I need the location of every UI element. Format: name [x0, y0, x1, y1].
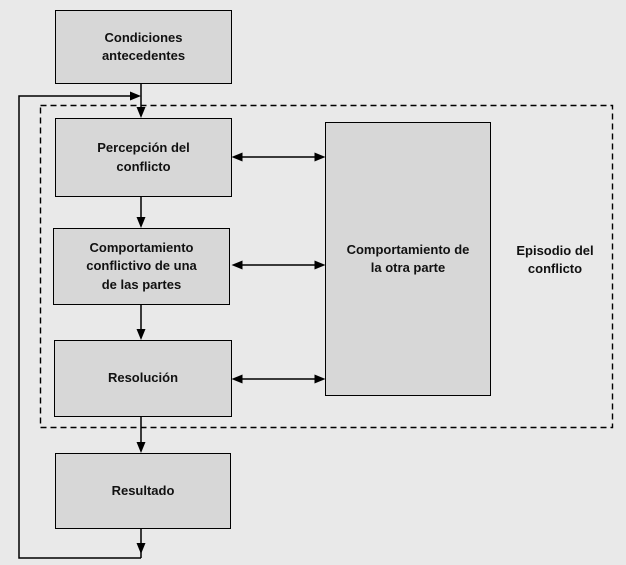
box-comportamiento-otra-parte: Comportamiento de la otra parte	[325, 122, 491, 396]
arrow-percepcion-to-comportamiento-head-icon	[136, 217, 146, 228]
bidirectional-arrow-resolucion-left-head-icon	[231, 374, 243, 384]
box-condiciones-antecedentes: Condiciones antecedentes	[55, 10, 232, 84]
arrow-resultado-exit-head-icon	[136, 543, 146, 554]
episode-label: Episodio del conflicto	[516, 243, 594, 277]
box-comportamiento-label: Comportamiento conflictivo de una de las…	[86, 240, 197, 292]
box-percepcion-del-conflicto: Percepción del conflicto	[55, 118, 232, 197]
feedback-loop-line	[18, 95, 141, 559]
box-comportamiento-conflictivo: Comportamiento conflictivo de una de las…	[53, 228, 230, 305]
arrow-resolucion-to-resultado-head-icon	[136, 442, 146, 453]
bidirectional-arrow-resolucion-right-head-icon	[314, 374, 326, 384]
feedback-right-arrowhead-icon	[130, 91, 141, 101]
box-condiciones-label: Condiciones antecedentes	[101, 29, 186, 63]
box-resolucion-label: Resolución	[107, 370, 179, 386]
bidirectional-arrow-percepcion-left-head-icon	[231, 152, 243, 162]
bidirectional-arrow-percepcion-right-head-icon	[314, 152, 326, 162]
bidirectional-arrow-comportamiento-right-head-icon	[314, 260, 326, 270]
arrow-condiciones-to-percepcion-head-icon	[136, 107, 146, 118]
box-percepcion-label: Percepción del conflicto	[97, 140, 190, 174]
box-resultado-label: Resultado	[111, 482, 175, 498]
box-resolucion: Resolución	[54, 340, 232, 417]
episode-boundary-dashed-box	[39, 104, 614, 429]
bidirectional-arrow-comportamiento-left-head-icon	[231, 260, 243, 270]
box-resultado: Resultado	[55, 453, 231, 529]
box-otra-parte-label: Comportamiento de la otra parte	[346, 241, 470, 275]
arrow-comportamiento-to-resolucion-head-icon	[136, 329, 146, 340]
